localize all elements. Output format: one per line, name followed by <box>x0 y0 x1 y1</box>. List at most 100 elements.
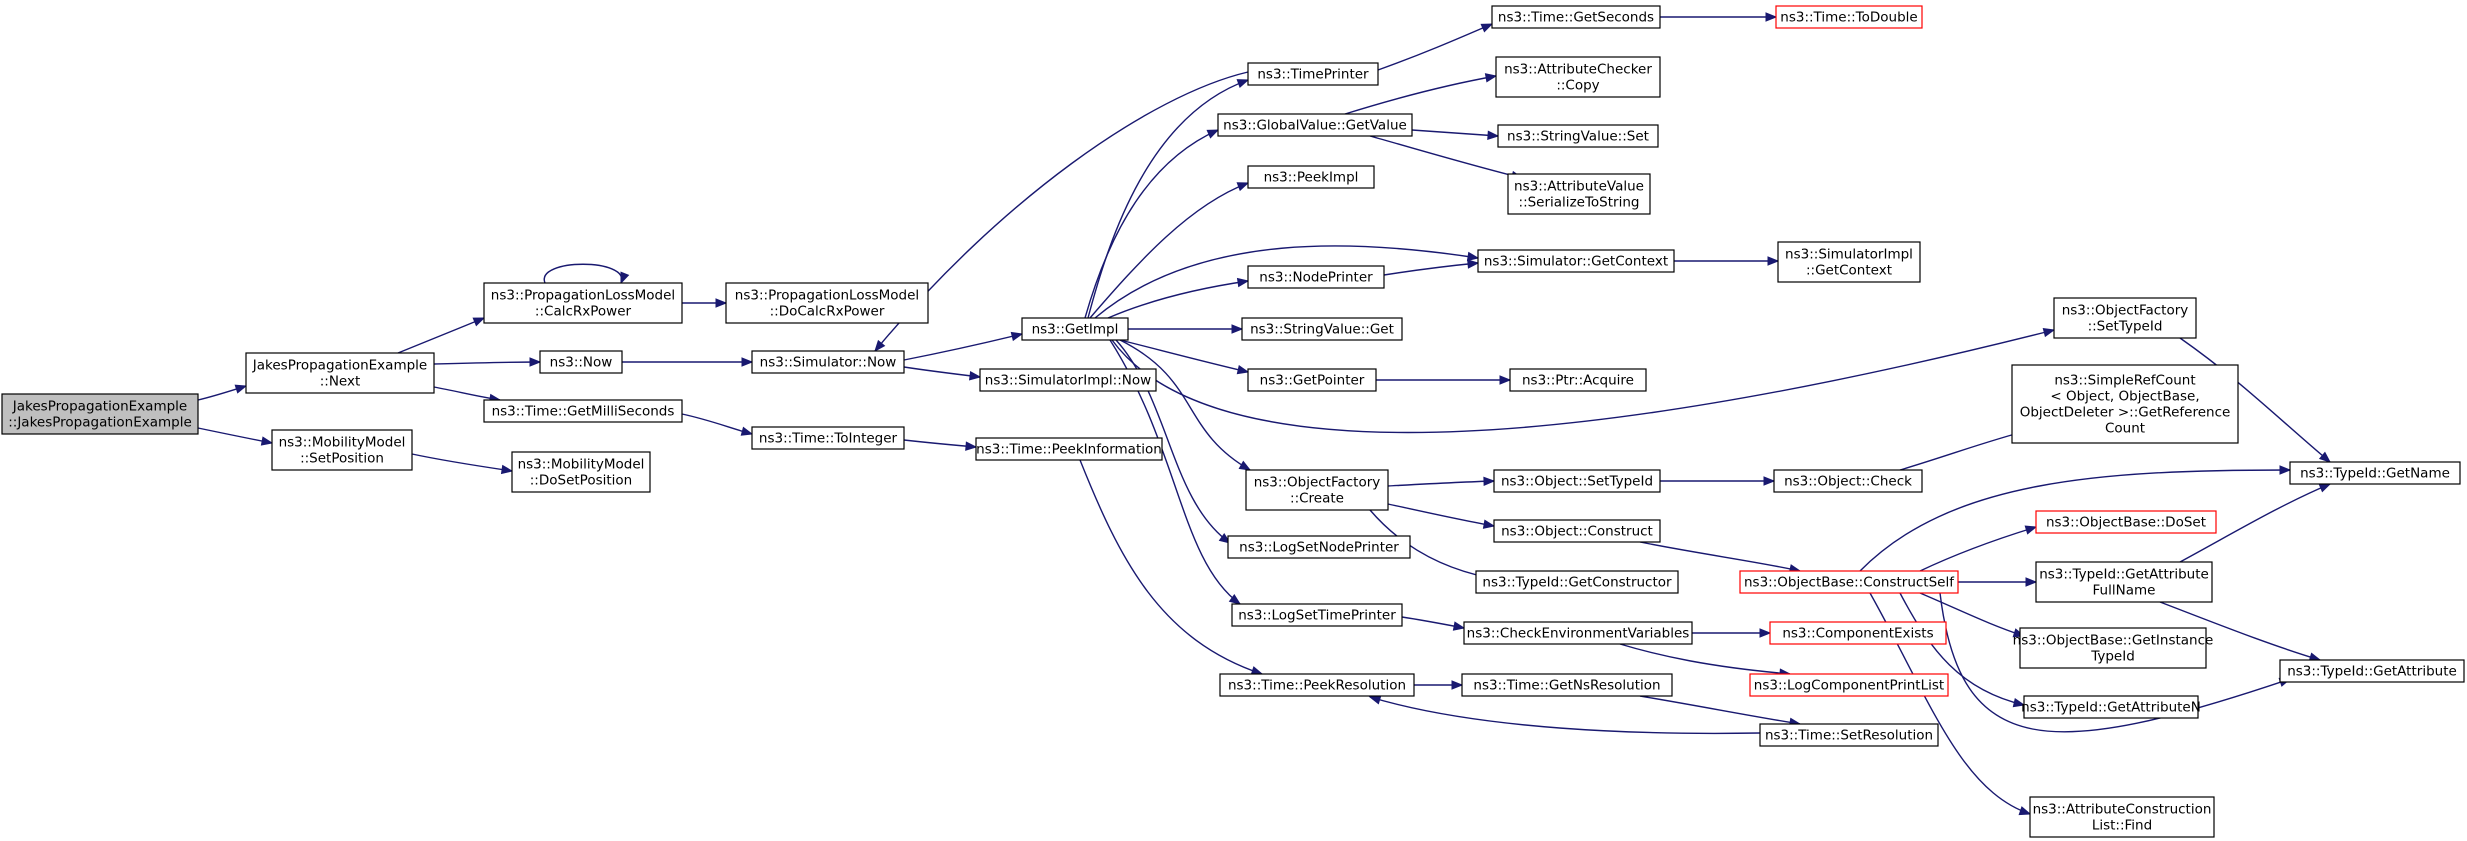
edge-getimpl-to-getpointer <box>1119 339 1250 375</box>
node-tid_getname[interactable]: ns3::TypeId::GetName <box>2289 461 2461 485</box>
edge-of_create-to-obj_construct <box>1387 503 1496 529</box>
edge-getimpl-to-of_settypeid <box>1111 327 2056 434</box>
edge-logsettime-to-checkenv <box>1401 616 1466 631</box>
node-timeprinter[interactable]: ns3::TimePrinter <box>1247 62 1379 86</box>
node-docalcrx[interactable]: ns3::PropagationLossModel::DoCalcRxPower <box>725 282 929 324</box>
node-simnow[interactable]: ns3::Simulator::Now <box>751 350 905 374</box>
node-tid_getctor[interactable]: ns3::TypeId::GetConstructor <box>1475 570 1679 594</box>
node-label-line: ns3::Time::GetSeconds <box>1498 10 1654 26</box>
node-tid_getattrn[interactable]: ns3::TypeId::GetAttributeN <box>2021 695 2201 719</box>
node-label-line: ns3::TypeId::GetAttributeN <box>2021 700 2201 716</box>
edge-simnow-to-getimpl <box>903 331 1024 361</box>
node-label-line: ObjectDeleter >::GetReference <box>2020 405 2231 421</box>
node-dosetpos[interactable]: ns3::MobilityModel::DoSetPosition <box>511 451 651 493</box>
node-label-line: JakesPropagationExample <box>12 399 187 415</box>
node-peekres[interactable]: ns3::Time::PeekResolution <box>1219 673 1415 697</box>
node-nodeprinter[interactable]: ns3::NodePrinter <box>1247 265 1385 289</box>
node-logcompprint[interactable]: ns3::LogComponentPrintList <box>1749 673 1949 697</box>
edge-getimpl-to-sv_get <box>1128 324 1244 334</box>
edge-root-to-next <box>197 384 248 401</box>
node-tid_getattr[interactable]: ns3::TypeId::GetAttribute <box>2279 659 2465 683</box>
node-ac_copy[interactable]: ns3::AttributeChecker::Copy <box>1495 56 1661 98</box>
node-sim_getctx[interactable]: ns3::Simulator::GetContext <box>1477 249 1675 273</box>
node-srcount[interactable]: ns3::SimpleRefCount< Object, ObjectBase,… <box>2011 364 2239 444</box>
node-next[interactable]: JakesPropagationExample::Next <box>245 352 435 394</box>
node-label-line: ns3::LogSetTimePrinter <box>1238 608 1396 624</box>
node-label-line: ns3::Now <box>550 355 613 371</box>
node-label-line: ns3::ObjectBase::ConstructSelf <box>1744 575 1955 591</box>
node-label-line: ns3::GlobalValue::GetValue <box>1223 118 1407 134</box>
node-label-line: ns3::Time::PeekInformation <box>976 442 1162 458</box>
edge-tid_getattrfull-to-tid_getname <box>2179 483 2332 563</box>
node-mm_setpos[interactable]: ns3::MobilityModel::SetPosition <box>271 429 413 471</box>
node-label-line: ::Copy <box>1556 78 1599 94</box>
node-label-line: < Object, ObjectBase, <box>2050 389 2199 405</box>
node-label-line: ns3::ObjectFactory <box>2062 303 2189 319</box>
node-getseconds[interactable]: ns3::Time::GetSeconds <box>1491 5 1661 29</box>
node-now[interactable]: ns3::Now <box>539 350 623 374</box>
node-label-line: ns3::CheckEnvironmentVariables <box>1467 626 1690 642</box>
node-label-line: ns3::ObjectBase::GetInstance <box>2013 633 2214 649</box>
node-label-line: ns3::ComponentExists <box>1782 626 1933 642</box>
node-peekinfo[interactable]: ns3::Time::PeekInformation <box>975 437 1163 461</box>
edge-calcrx-to-docalcrx <box>682 298 728 308</box>
edge-checkenv-to-logcompprint <box>1619 643 1792 678</box>
node-label-line: ns3::MobilityModel <box>279 435 406 451</box>
node-ob_constructself[interactable]: ns3::ObjectBase::ConstructSelf <box>1739 570 1959 594</box>
node-obj_settypeid[interactable]: ns3::Object::SetTypeId <box>1493 469 1661 493</box>
node-getpointer[interactable]: ns3::GetPointer <box>1247 368 1377 392</box>
node-logsettime[interactable]: ns3::LogSetTimePrinter <box>1231 603 1403 627</box>
node-calcrx[interactable]: ns3::PropagationLossModel::CalcRxPower <box>483 282 683 324</box>
node-simimplnow[interactable]: ns3::SimulatorImpl::Now <box>979 368 1157 392</box>
node-label-line: ns3::TypeId::GetName <box>2300 466 2450 482</box>
node-todouble[interactable]: ns3::Time::ToDouble <box>1775 5 1923 29</box>
node-getmilli[interactable]: ns3::Time::GetMilliSeconds <box>483 399 683 423</box>
node-label-line: FullName <box>2093 583 2156 599</box>
node-label-line: ns3::SimulatorImpl::Now <box>985 373 1151 389</box>
node-obj_construct[interactable]: ns3::Object::Construct <box>1493 519 1661 543</box>
node-peekimpl[interactable]: ns3::PeekImpl <box>1247 165 1375 189</box>
node-simimpl_getctx[interactable]: ns3::SimulatorImpl::GetContext <box>1777 241 1921 283</box>
node-label-line: ::CalcRxPower <box>535 304 632 320</box>
node-label-line: ns3::TypeId::GetAttribute <box>2287 664 2457 680</box>
node-root[interactable]: JakesPropagationExample::JakesPropagatio… <box>1 393 199 435</box>
node-gv_getvalue[interactable]: ns3::GlobalValue::GetValue <box>1217 113 1413 137</box>
node-ptr_acquire[interactable]: ns3::Ptr::Acquire <box>1509 368 1647 392</box>
node-getimpl[interactable]: ns3::GetImpl <box>1021 317 1129 341</box>
node-label-line: ns3::Simulator::Now <box>760 355 897 371</box>
node-of_create[interactable]: ns3::ObjectFactory::Create <box>1245 469 1389 511</box>
edge-next-to-now <box>433 357 542 367</box>
node-label-line: ns3::SimpleRefCount <box>2054 373 2195 389</box>
node-checkenv[interactable]: ns3::CheckEnvironmentVariables <box>1463 621 1693 645</box>
edge-mm_setpos-to-dosetpos <box>411 453 514 475</box>
edge-setres-to-peekres <box>1368 695 1761 735</box>
node-of_settypeid[interactable]: ns3::ObjectFactory::SetTypeId <box>2053 297 2197 339</box>
edge-getimpl-to-of_create <box>1119 339 1252 471</box>
node-label-line: ::GetContext <box>1806 263 1892 279</box>
edge-getseconds-to-todouble <box>1660 12 1778 22</box>
node-label-line: ns3::Simulator::GetContext <box>1484 254 1668 270</box>
node-sv_set[interactable]: ns3::StringValue::Set <box>1497 124 1659 148</box>
node-tointeger[interactable]: ns3::Time::ToInteger <box>751 426 905 450</box>
node-setres[interactable]: ns3::Time::SetResolution <box>1759 723 1939 747</box>
edge-getimpl-to-logsetnode <box>1115 339 1232 544</box>
node-label-line: ::JakesPropagationExample <box>8 415 192 431</box>
node-label-line: TypeId <box>2090 649 2135 665</box>
node-logsetnode[interactable]: ns3::LogSetNodePrinter <box>1227 535 1411 559</box>
node-sv_get[interactable]: ns3::StringValue::Get <box>1241 317 1403 341</box>
node-label-line: ns3::TimePrinter <box>1257 67 1369 83</box>
node-av_ser[interactable]: ns3::AttributeValue::SerializeToString <box>1507 173 1651 215</box>
node-label-line: ns3::ObjectFactory <box>1254 475 1381 491</box>
graph-edges <box>197 12 2332 816</box>
node-label-line: ns3::SimulatorImpl <box>1785 247 1913 263</box>
node-label-line: ns3::Time::PeekResolution <box>1228 678 1406 694</box>
edge-next-to-calcrx <box>397 317 486 354</box>
node-ob_doset[interactable]: ns3::ObjectBase::DoSet <box>2035 510 2217 534</box>
node-getnsres[interactable]: ns3::Time::GetNsResolution <box>1461 673 1673 697</box>
node-obj_check[interactable]: ns3::Object::Check <box>1773 469 1923 493</box>
edge-getnsres-to-setres <box>1639 695 1802 728</box>
node-compexists[interactable]: ns3::ComponentExists <box>1769 621 1947 645</box>
